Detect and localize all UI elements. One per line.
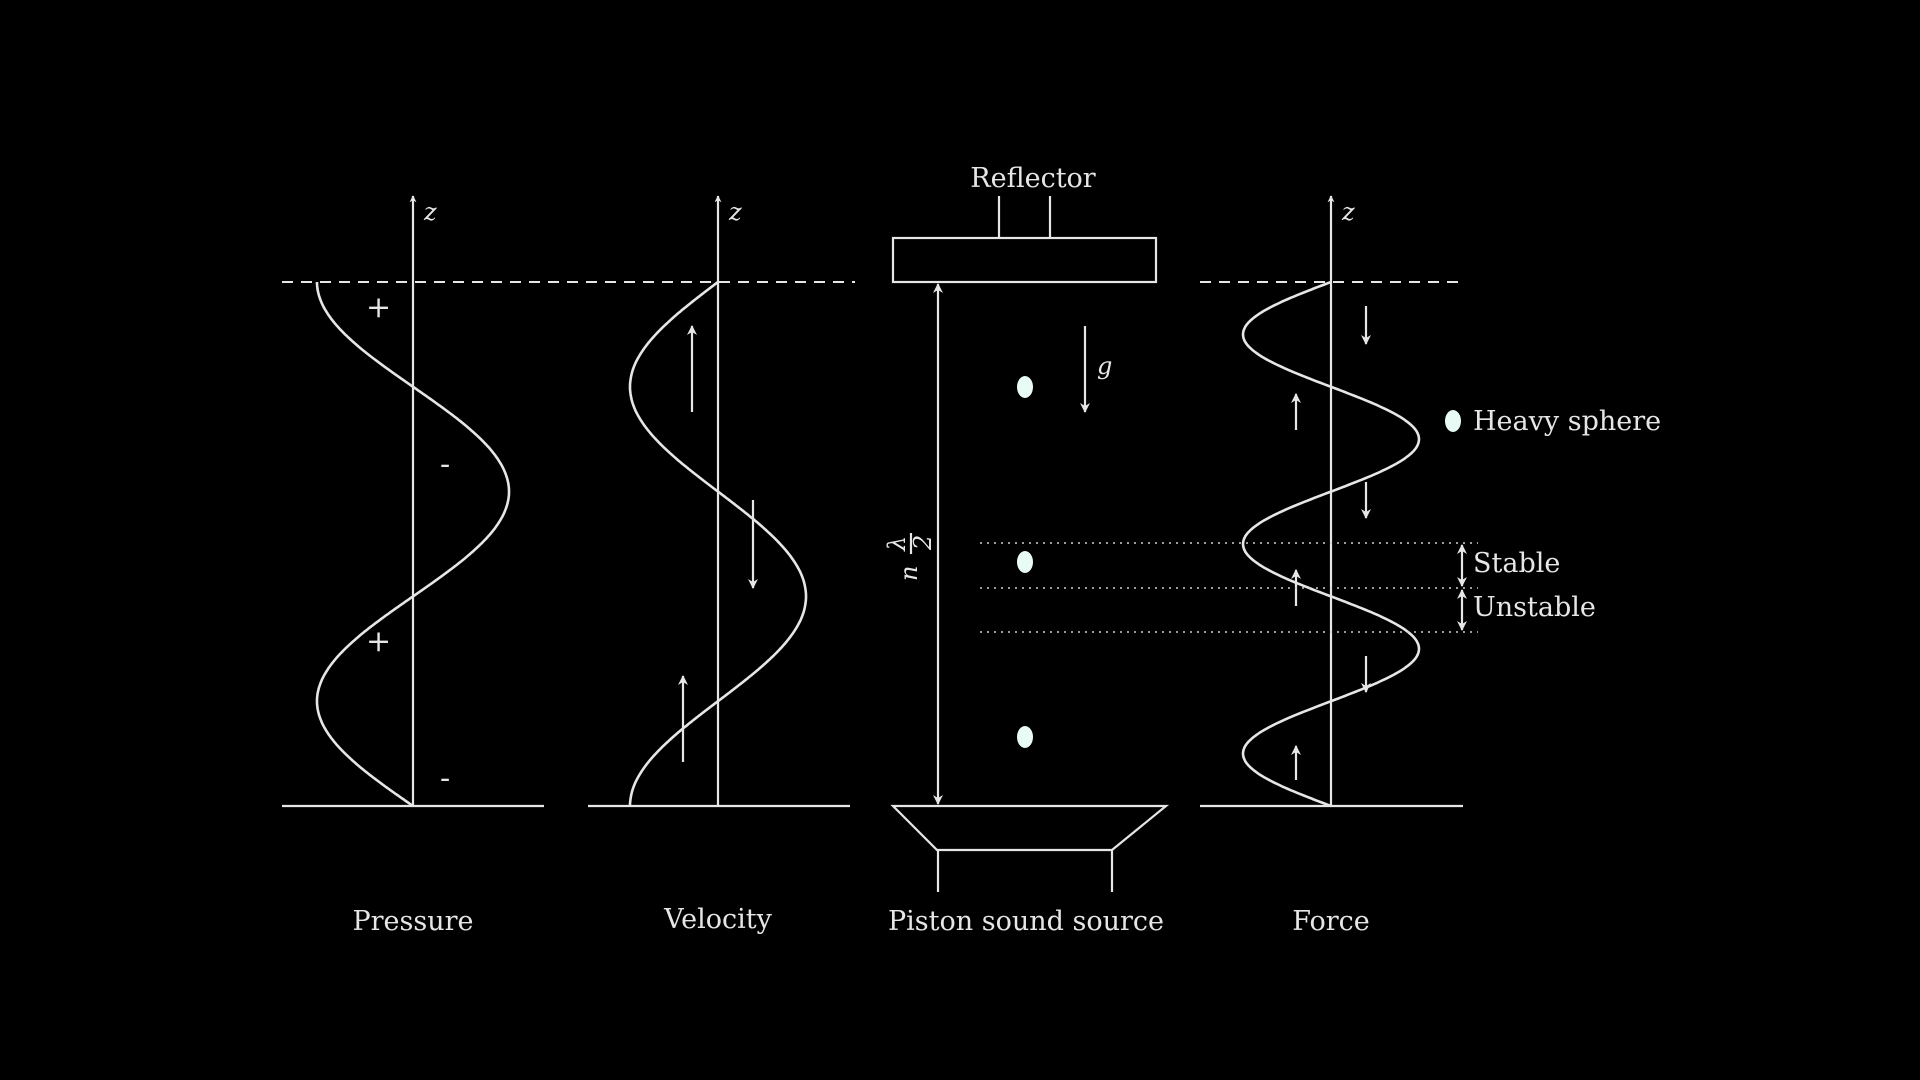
heavy-sphere-1 <box>1017 376 1033 398</box>
force-label: Force <box>1292 906 1370 937</box>
svg-text:λ: λ <box>883 536 911 552</box>
force-z-label: z <box>1341 198 1355 226</box>
stability-zones: Stable Unstable <box>980 542 1596 633</box>
piston-body <box>890 804 1170 852</box>
heavy-sphere-3 <box>1017 726 1033 748</box>
velocity-label: Velocity <box>663 904 772 935</box>
distance-label: n λ 2 <box>883 533 937 581</box>
force-panel: z Force <box>1200 195 1463 937</box>
svg-text:2: 2 <box>909 535 937 551</box>
stable-label: Stable <box>1473 548 1560 579</box>
pressure-sign-1: + <box>366 290 391 325</box>
legend-heavy-sphere-label: Heavy sphere <box>1473 406 1661 437</box>
pressure-sign-4: - <box>440 761 450 796</box>
heavy-sphere-2 <box>1017 551 1033 573</box>
pressure-wave <box>315 282 511 808</box>
pressure-z-label: z <box>423 198 437 226</box>
pressure-sign-3: + <box>366 624 391 659</box>
gravity-label: g <box>1097 352 1112 380</box>
levitator-panel: Reflector n λ 2 g Piston sound source <box>883 163 1170 937</box>
unstable-label: Unstable <box>1473 592 1596 623</box>
piston-label: Piston sound source <box>888 906 1164 937</box>
reflector-label: Reflector <box>970 163 1096 194</box>
svg-text:n: n <box>895 566 923 581</box>
legend: Heavy sphere <box>1445 406 1661 437</box>
pressure-sign-2: - <box>440 447 450 482</box>
velocity-z-label: z <box>728 198 742 226</box>
pressure-label: Pressure <box>352 906 473 937</box>
pressure-panel: z + - + - Pressure <box>282 195 855 937</box>
force-wave <box>1241 280 1421 808</box>
reflector-plate <box>891 236 1158 284</box>
velocity-wave <box>628 280 808 806</box>
legend-sphere-icon <box>1445 410 1461 432</box>
velocity-panel: z Velocity <box>588 195 850 935</box>
